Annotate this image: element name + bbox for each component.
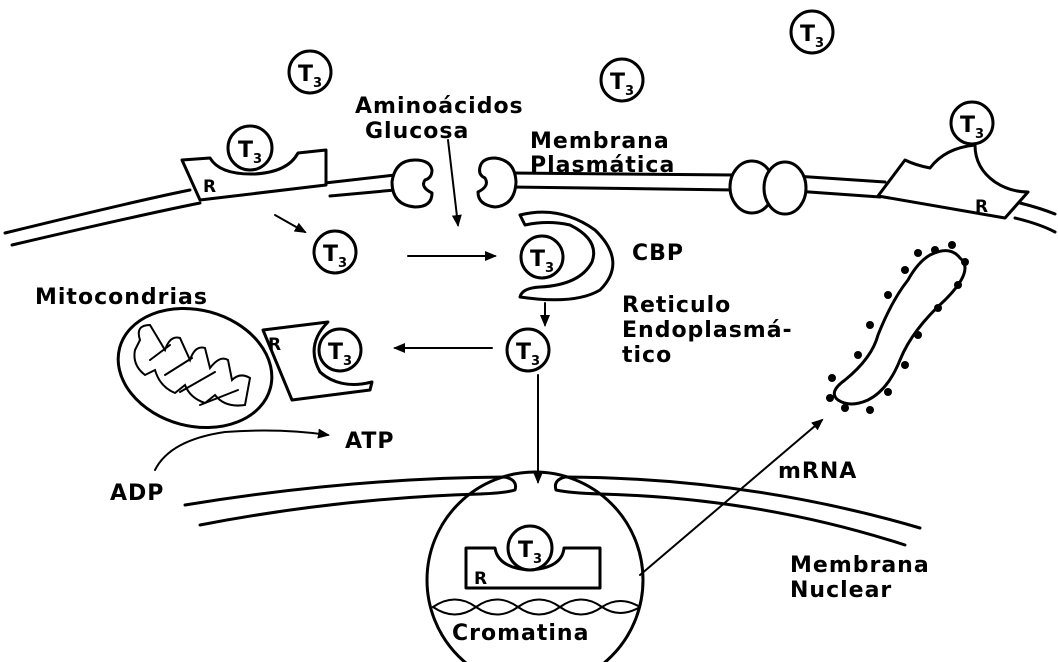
label-nuclear-membrane-line1: Membrana: [790, 553, 930, 578]
svg-text:T: T: [800, 22, 815, 47]
mitochondrial-receptor: R: [261, 320, 374, 402]
membrane-receptor-left: R: [180, 148, 328, 202]
chromatin-label: Cromatina: [452, 621, 589, 646]
svg-text:T: T: [518, 538, 533, 563]
mitochondrial-receptor-label: R: [268, 335, 281, 355]
membrane-receptor-left-label: R: [203, 177, 216, 197]
svg-text:T: T: [238, 138, 253, 163]
cbp-binder: [518, 210, 615, 302]
t3-molecule-bound-membrane-receptor: T 3: [226, 124, 274, 172]
svg-text:T: T: [530, 247, 545, 272]
label-mrna: mRNA: [778, 459, 857, 484]
svg-text:3: 3: [313, 76, 322, 91]
label-er-line3: tico: [622, 343, 672, 368]
svg-text:3: 3: [815, 36, 824, 51]
svg-text:3: 3: [338, 256, 347, 271]
membrane-receptor-right-label: R: [975, 197, 988, 217]
t3-molecule-far-right: T 3: [949, 100, 995, 146]
svg-text:3: 3: [545, 261, 554, 276]
svg-text:3: 3: [625, 84, 634, 99]
label-er-line1: Reticulo: [622, 293, 731, 318]
label-atp: ATP: [345, 429, 394, 454]
plasma-membrane: [3, 171, 1057, 247]
chromatin-strand: [432, 598, 641, 616]
mitochondrion: [116, 306, 274, 430]
svg-text:3: 3: [533, 552, 542, 567]
svg-text:3: 3: [975, 127, 984, 142]
svg-text:T: T: [328, 340, 343, 365]
nuclear-receptor-label: R: [474, 569, 487, 589]
label-plasma-membrane-line2: Plasmática: [530, 153, 675, 178]
transport-channel-left: [390, 156, 518, 209]
arrows: [154, 139, 824, 576]
transport-channel-right: [728, 159, 808, 216]
svg-text:T: T: [610, 70, 625, 95]
svg-text:T: T: [516, 340, 531, 365]
svg-text:3: 3: [531, 354, 540, 369]
label-cbp: CBP: [632, 241, 684, 266]
label-er-line2: Endoplasmá-: [622, 318, 793, 343]
label-adp: ADP: [110, 481, 164, 506]
svg-text:T: T: [323, 242, 338, 267]
nuclear-membrane: [183, 475, 922, 547]
t3-molecule-top-left: T 3: [287, 49, 333, 95]
t3-molecule-cytoplasm: T 3: [312, 229, 358, 275]
t3-molecule-top-center: T 3: [599, 57, 645, 103]
svg-text:T: T: [960, 113, 975, 138]
label-aminoacids: Aminoácidos: [355, 94, 524, 119]
t3-molecule-released: T 3: [505, 327, 551, 373]
label-glucose: Glucosa: [365, 119, 469, 144]
svg-text:3: 3: [253, 152, 262, 167]
label-nuclear-membrane-line2: Nuclear: [790, 578, 892, 603]
membrane-receptor-right: R: [876, 143, 1030, 220]
endoplasmic-reticulum: [832, 249, 967, 406]
svg-text:3: 3: [343, 354, 352, 369]
svg-text:T: T: [298, 62, 313, 87]
label-mitochondria: Mitocondrias: [35, 285, 208, 310]
t3-molecule-bound-cbp: T 3: [519, 234, 565, 280]
ribosomes: [826, 241, 969, 414]
label-plasma-membrane-line1: Membrana: [530, 129, 670, 154]
t3-molecule-bound-nuclear-receptor: T 3: [506, 524, 554, 572]
t3-molecule-top-right: T 3: [789, 9, 835, 55]
t3-molecule-bound-mitochondria: T 3: [317, 327, 363, 373]
